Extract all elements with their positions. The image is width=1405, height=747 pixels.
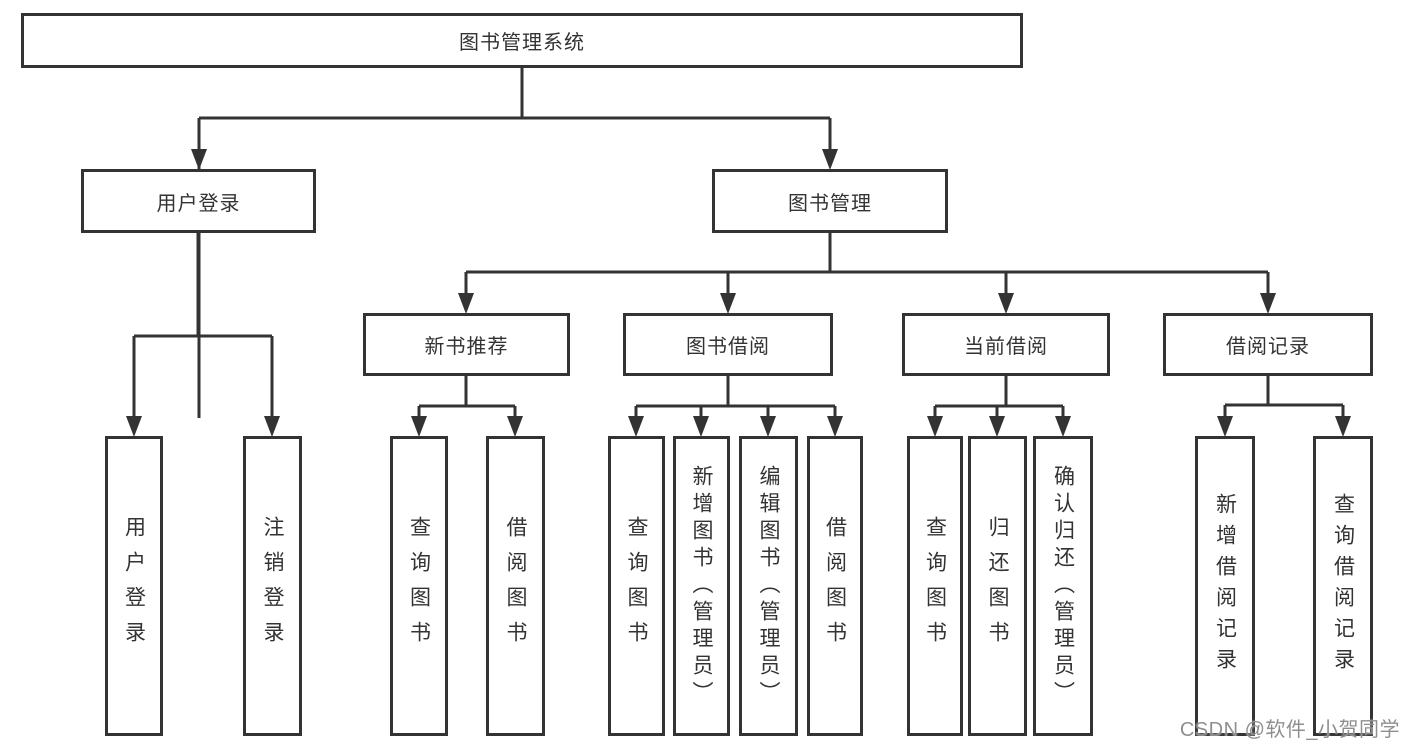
node-label: 图书管理系统 bbox=[459, 32, 585, 54]
arrow-down-icon bbox=[827, 416, 843, 437]
node-label: 查询图书 bbox=[625, 516, 648, 656]
arrow-down-icon bbox=[1260, 293, 1276, 314]
leaf-user-login: 用户登录 bbox=[105, 436, 163, 736]
connector-borrow-record-children bbox=[1217, 376, 1351, 437]
arrow-down-icon bbox=[822, 149, 838, 170]
node-label: 新增借阅记录 bbox=[1213, 493, 1237, 679]
leaf-query-books-current: 查询图书 bbox=[907, 436, 963, 736]
arrow-down-icon bbox=[1335, 416, 1351, 437]
node-new-book-recommend: 新书推荐 bbox=[363, 313, 570, 376]
node-borrow-record: 借阅记录 bbox=[1163, 313, 1373, 376]
node-label: 用户登录 bbox=[122, 516, 146, 656]
leaf-query-borrow-record: 查询借阅记录 bbox=[1313, 436, 1373, 736]
arrow-down-icon bbox=[191, 149, 207, 170]
connector-current-borrow-children bbox=[927, 376, 1071, 437]
node-book-borrow: 图书借阅 bbox=[623, 313, 833, 376]
arrow-down-icon bbox=[264, 416, 280, 437]
leaf-logout-login: 注销登录 bbox=[243, 436, 302, 736]
leaf-add-borrow-record: 新增借阅记录 bbox=[1195, 436, 1255, 736]
arrow-down-icon bbox=[411, 416, 427, 437]
node-label: 借阅图书 bbox=[823, 516, 847, 656]
node-label: 查询图书 bbox=[923, 516, 947, 656]
node-label: 编辑图书（管理员） bbox=[757, 464, 780, 708]
node-label: 借阅图书 bbox=[504, 516, 527, 656]
leaf-borrow-books-recommend: 借阅图书 bbox=[486, 436, 545, 736]
connector-new-book-children bbox=[411, 376, 523, 437]
node-label: 新增图书（管理员） bbox=[690, 464, 713, 708]
node-book-management: 图书管理 bbox=[712, 169, 948, 233]
arrow-down-icon bbox=[998, 293, 1014, 314]
arrow-down-icon bbox=[1055, 416, 1071, 437]
arrow-down-icon bbox=[760, 416, 776, 437]
arrow-down-icon bbox=[126, 416, 142, 437]
connector-user-login-children bbox=[126, 233, 280, 437]
arrow-down-icon bbox=[1217, 416, 1233, 437]
node-user-login: 用户登录 bbox=[81, 169, 316, 233]
node-label: 图书借阅 bbox=[686, 336, 770, 358]
watermark-text: CSDN @软件_小贺同学 bbox=[1179, 719, 1400, 741]
leaf-query-books-recommend: 查询图书 bbox=[390, 436, 448, 736]
connector-book-borrow-children bbox=[628, 376, 843, 437]
node-label: 用户登录 bbox=[156, 192, 241, 215]
connector-root-to-level2 bbox=[191, 68, 838, 418]
arrow-down-icon bbox=[989, 416, 1005, 437]
leaf-borrow-books-2: 借阅图书 bbox=[807, 436, 863, 736]
node-label: 图书管理 bbox=[788, 192, 872, 215]
arrow-down-icon bbox=[927, 416, 943, 437]
leaf-confirm-return-admin: 确认归还（管理员） bbox=[1033, 436, 1093, 736]
node-label: 确认归还（管理员） bbox=[1051, 464, 1075, 708]
leaf-edit-books-admin: 编辑图书（管理员） bbox=[739, 436, 798, 736]
node-current-borrow: 当前借阅 bbox=[902, 313, 1110, 376]
node-label: 归还图书 bbox=[986, 516, 1009, 656]
node-label: 新书推荐 bbox=[424, 336, 509, 358]
arrow-down-icon bbox=[628, 416, 644, 437]
node-label: 查询图书 bbox=[407, 516, 431, 656]
node-label: 注销登录 bbox=[261, 516, 284, 656]
arrow-down-icon bbox=[693, 416, 709, 437]
node-label: 查询借阅记录 bbox=[1331, 493, 1355, 679]
node-label: 当前借阅 bbox=[964, 336, 1048, 358]
leaf-query-books-borrow: 查询图书 bbox=[608, 436, 665, 736]
arrow-down-icon bbox=[507, 416, 523, 437]
leaf-add-books-admin: 新增图书（管理员） bbox=[673, 436, 730, 736]
node-root-library-system: 图书管理系统 bbox=[21, 13, 1023, 68]
leaf-return-books: 归还图书 bbox=[968, 436, 1027, 736]
connector-book-management-children bbox=[458, 233, 1276, 314]
arrow-down-icon bbox=[720, 293, 736, 314]
arrow-down-icon bbox=[458, 293, 474, 314]
node-label: 借阅记录 bbox=[1226, 336, 1310, 358]
